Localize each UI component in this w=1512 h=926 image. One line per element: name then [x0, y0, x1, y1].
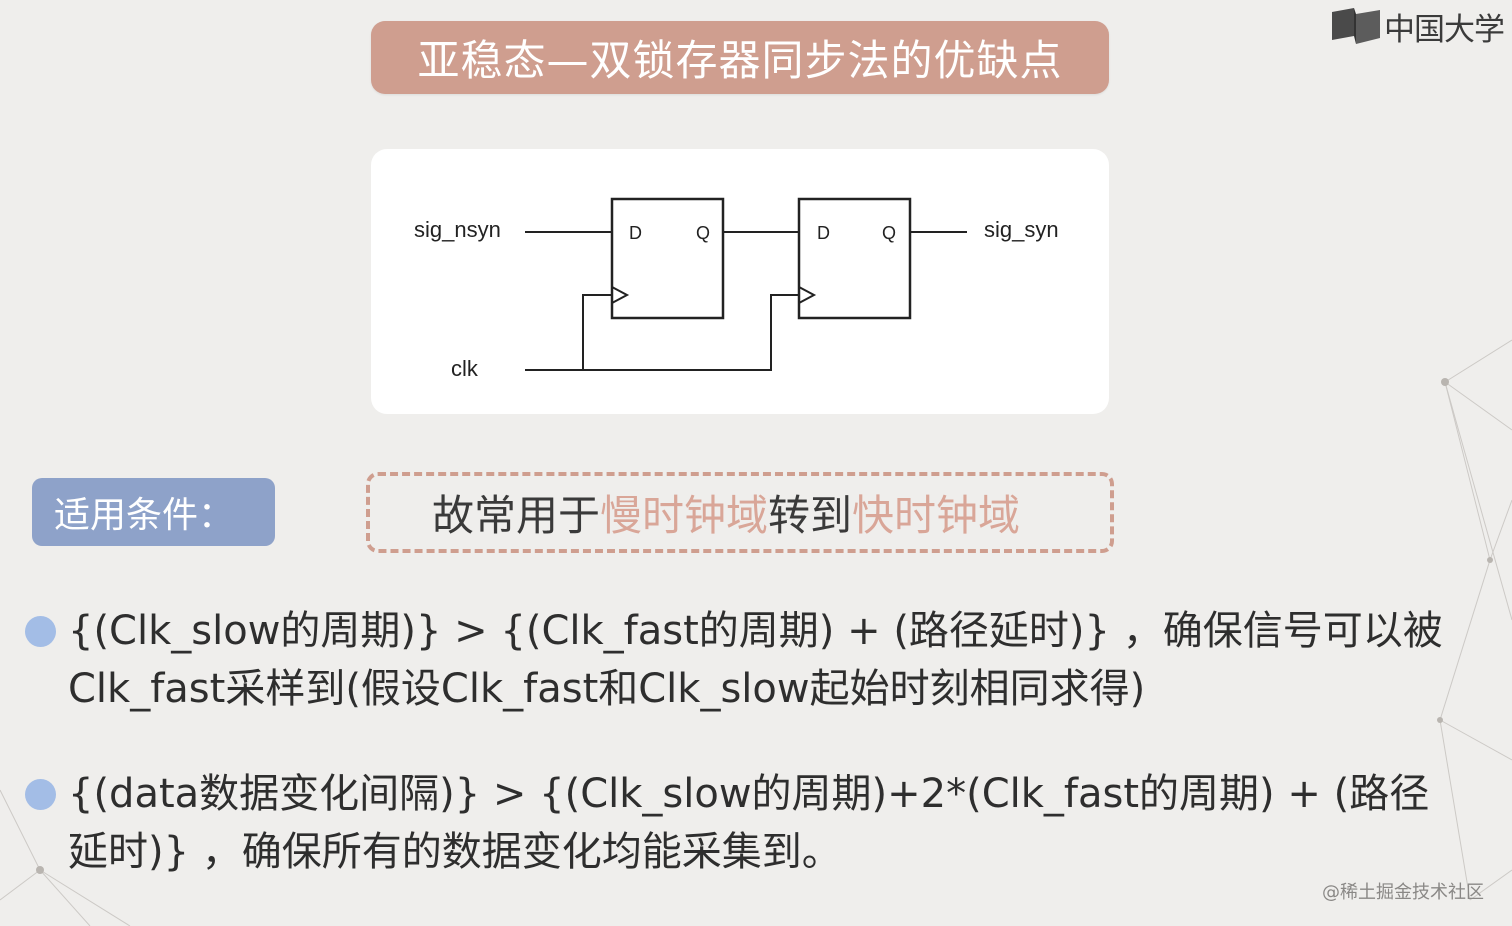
bullet-1-line-2: Clk_fast采样到(假设Clk_fast和Clk_slow起始时刻相同求得) — [68, 666, 1146, 712]
bullet-1-line-1: {(Clk_slow的周期)} > {(Clk_fast的周期) + (路径延时… — [68, 608, 1443, 654]
circuit-diagram: sig_nsyn clk sig_syn D Q D Q — [371, 149, 1109, 414]
flipflop-2-q-label: Q — [882, 223, 896, 243]
condition-mid: 转到 — [768, 491, 853, 540]
clock-signal-label: clk — [451, 356, 479, 381]
condition-badge-label: 适用条件： — [54, 495, 235, 536]
title-banner: 亚稳态—双锁存器同步法的优缺点 — [371, 21, 1109, 94]
bullet-2-line-1: {(data数据变化间隔)} > {(Clk_slow的周期)+2*(Clk_f… — [68, 771, 1430, 817]
flipflop-1-d-label: D — [629, 223, 642, 243]
output-signal-label: sig_syn — [984, 217, 1059, 242]
flipflop-2 — [797, 197, 912, 320]
slow-clock-domain-text: 慢时钟域 — [600, 491, 769, 540]
condition-prefix: 故常用于 — [432, 491, 601, 540]
clock-branch-wire — [582, 294, 612, 370]
logo: 中国大学 — [1330, 4, 1505, 48]
flipflop-1-q-label: Q — [696, 223, 710, 243]
input-signal-label: sig_nsyn — [414, 217, 501, 242]
condition-box: 故常用于慢时钟域转到快时钟域 — [366, 472, 1114, 553]
condition-text: 故常用于慢时钟域转到快时钟域 — [432, 482, 1020, 543]
flipflop-2-d-label: D — [817, 223, 830, 243]
clock-wire — [525, 294, 799, 371]
fast-clock-domain-text: 快时钟域 — [852, 491, 1021, 540]
bullet-dot-icon — [25, 779, 56, 810]
logo-text: 中国大学 — [1384, 11, 1505, 48]
condition-badge: 适用条件： — [32, 478, 275, 546]
watermark: @稀土掘金技术社区 — [1322, 882, 1484, 903]
bullet-dot-icon — [25, 616, 56, 647]
flipflop-2-clock-marker — [798, 286, 817, 304]
book-logo-icon — [1332, 8, 1380, 44]
dual-flipflop-schematic: sig_nsyn clk sig_syn D Q D Q — [414, 197, 1059, 381]
page-title: 亚稳态—双锁存器同步法的优缺点 — [417, 36, 1063, 85]
flipflop-1 — [610, 197, 725, 320]
bullet-2-line-2: 延时)} ，确保所有的数据变化均能采集到。 — [68, 829, 842, 875]
flipflop-1-clock-marker — [611, 286, 630, 304]
